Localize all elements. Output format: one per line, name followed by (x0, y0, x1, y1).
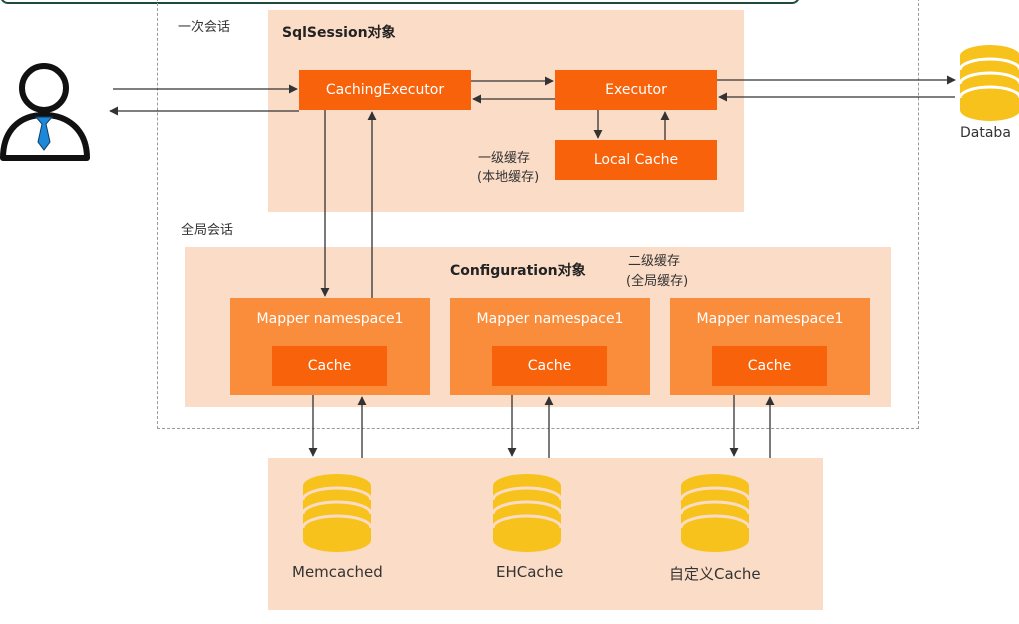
database-icon (301, 474, 373, 552)
mapper-box: Mapper namespace1 Cache (450, 298, 650, 395)
mapper-box: Mapper namespace1 Cache (230, 298, 430, 395)
database-icon (679, 474, 751, 552)
database-icon (491, 474, 563, 552)
mapper-cache-box: Cache (712, 346, 827, 386)
level1-cache-sub: (本地缓存) (477, 170, 540, 185)
mapper-box: Mapper namespace1 Cache (670, 298, 870, 395)
user-icon (0, 63, 90, 161)
mapper-cache-box: Cache (492, 346, 607, 386)
database-label: Databa (960, 125, 1011, 141)
mapper-title: Mapper namespace1 (256, 311, 404, 327)
mapper-title: Mapper namespace1 (476, 311, 624, 327)
mapper-cache-box: Cache (272, 346, 387, 386)
level2-cache-sub: (全局缓存) (626, 274, 689, 289)
database-icon (958, 45, 1019, 121)
local-cache-box: Local Cache (555, 140, 717, 180)
ehcache-label: EHCache (496, 563, 564, 581)
caching-executor-box: CachingExecutor (299, 70, 471, 110)
configuration-title: Configuration对象 (450, 263, 586, 279)
executor-box: Executor (555, 70, 717, 110)
mapper-title: Mapper namespace1 (696, 311, 844, 327)
custom-cache-label: 自定义Cache (669, 565, 761, 583)
level2-cache-label: 二级缓存 (628, 254, 681, 269)
level1-cache-label: 一级缓存 (478, 151, 531, 166)
session-frame (157, 0, 919, 429)
session-label: 一次会话 (178, 20, 231, 35)
memcached-label: Memcached (292, 563, 383, 581)
sqlsession-title: SqlSession对象 (282, 25, 396, 41)
global-session-label: 全局会话 (181, 223, 234, 238)
